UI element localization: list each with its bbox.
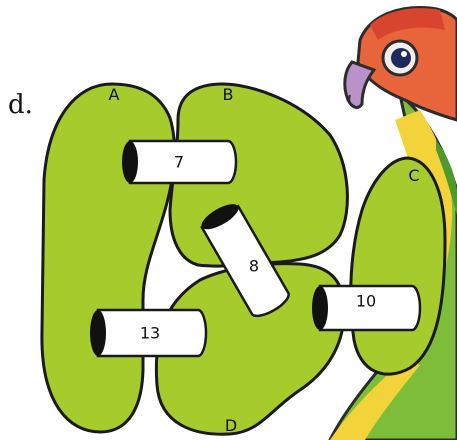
tunnel-13: 13 — [90, 310, 206, 356]
tunnel-label-8: 8 — [249, 257, 259, 276]
region-label-c: C — [408, 166, 419, 185]
tunnel-7: 7 — [122, 141, 236, 183]
tunnel-label-10: 10 — [356, 292, 376, 311]
region-c — [351, 158, 445, 374]
region-a — [42, 84, 175, 432]
region-label-b: B — [223, 85, 234, 104]
region-label-a: A — [109, 85, 120, 104]
tunnel-label-13: 13 — [140, 324, 160, 343]
tunnel-10: 10 — [312, 286, 420, 330]
part-label: d. — [8, 90, 33, 120]
tunnel-label-7: 7 — [174, 153, 184, 172]
region-label-d: D — [225, 416, 237, 435]
